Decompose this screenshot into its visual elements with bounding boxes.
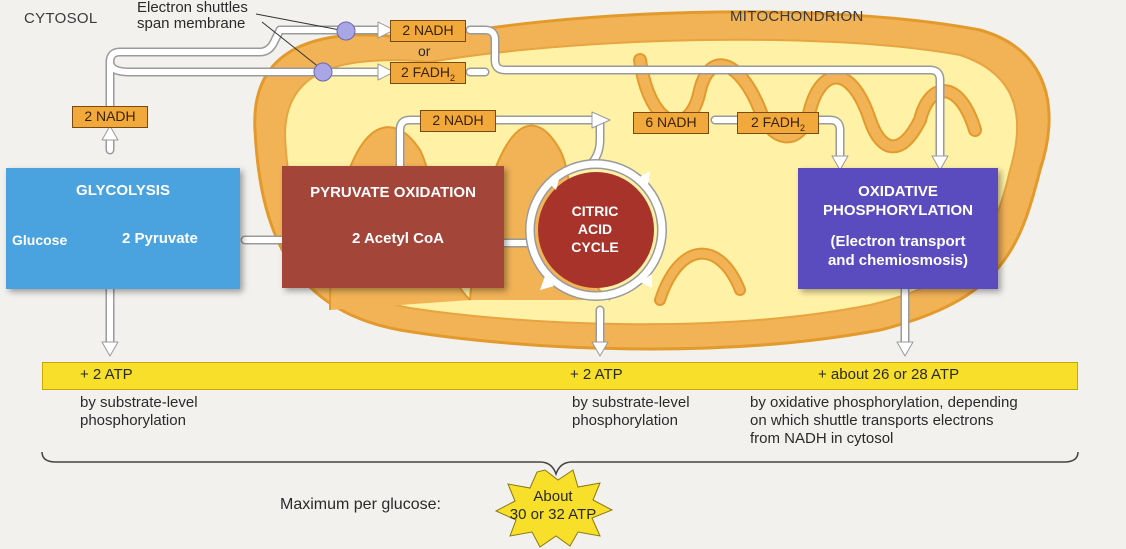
glycolysis-atp-note: by substrate-level phosphorylation xyxy=(80,394,198,430)
shuttle-circle-bottom xyxy=(313,62,333,82)
total-label: Maximum per glucose: xyxy=(280,496,441,513)
shuttle-caption-line2: span membrane xyxy=(137,15,246,32)
region-label-cytosol: CYTOSOL xyxy=(24,10,98,27)
oxidative-note-line1: by oxidative phosphorylation, depending xyxy=(750,394,1018,411)
glycolysis-nadh-label: 2 NADH xyxy=(72,106,148,128)
shuttle-fadh-text: 2 FADH xyxy=(400,64,450,80)
pyruvate-nadh-label: 2 NADH xyxy=(420,110,496,132)
shuttle-nadh-label: 2 NADH xyxy=(390,20,466,42)
shuttle-pointers xyxy=(255,13,341,69)
total-burst-text: About 30 or 32 ATP xyxy=(496,488,610,524)
shuttle-circle-top xyxy=(336,21,356,41)
citric-line-3: CYCLE xyxy=(571,239,619,255)
region-label-mitochondrion: MITOCHONDRION xyxy=(730,8,864,25)
shuttle-caption-line1: Electron shuttles xyxy=(137,0,248,16)
oxidative-note-line2: on which shuttle transports electrons xyxy=(750,412,994,429)
pyruvate-oxidation-box: PYRUVATE OXIDATION 2 Acetyl CoA xyxy=(282,166,504,288)
oxidative-atp-note: by oxidative phosphorylation, depending … xyxy=(750,394,1018,448)
glucose-text: Glucose xyxy=(12,232,68,248)
glycolysis-note-line1: by substrate-level xyxy=(80,394,198,411)
citric-atp-note: by substrate-level phosphorylation xyxy=(572,394,690,430)
glycolysis-title: GLYCOLYSIS xyxy=(76,182,170,199)
glycolysis-atp: + 2 ATP xyxy=(80,366,133,383)
oxidative-note-line3: from NADH in cytosol xyxy=(750,430,894,447)
burst-line1: About xyxy=(533,488,573,505)
citric-acid-cycle-label: CITRIC ACID CYCLE xyxy=(540,202,650,256)
citric-fadh-label: 2 FADH2 xyxy=(737,112,819,134)
oxphos-sub-line1: (Electron transport xyxy=(830,233,966,250)
citric-atp: + 2 ATP xyxy=(570,366,623,383)
citric-fadh-text: 2 FADH xyxy=(750,114,800,130)
oxidative-atp: + about 26 or 28 ATP xyxy=(818,366,960,383)
oxidative-phosphorylation-box: OXIDATIVE PHOSPHORYLATION (Electron tran… xyxy=(798,168,998,289)
shuttle-fadh-subscript: 2 xyxy=(450,72,456,83)
citric-fadh-subscript: 2 xyxy=(800,122,806,133)
glycolysis-note-line2: phosphorylation xyxy=(80,412,186,429)
oxphos-sub-line2: and chemiosmosis) xyxy=(827,252,969,269)
citric-acid-cycle-circle xyxy=(525,159,667,301)
shuttle-or-text: or xyxy=(418,43,431,59)
citric-line-1: CITRIC xyxy=(571,203,619,219)
pyruvate-oxidation-title: PYRUVATE OXIDATION xyxy=(310,184,476,201)
citric-line-2: ACID xyxy=(577,221,613,237)
citric-note-line1: by substrate-level xyxy=(572,394,690,411)
atp-yield-bar xyxy=(42,362,1078,390)
citric-note-line2: phosphorylation xyxy=(572,412,678,429)
burst-line2: 30 or 32 ATP xyxy=(509,506,597,523)
total-atp-burst xyxy=(494,469,614,548)
oxphos-title-line2: PHOSPHORYLATION xyxy=(822,202,973,219)
oxphos-title-line1: OXIDATIVE xyxy=(858,183,938,200)
glycolysis-box: GLYCOLYSIS Glucose 2 Pyruvate xyxy=(6,168,240,289)
pyruvate-text: 2 Pyruvate xyxy=(122,230,198,247)
citric-nadh-label: 6 NADH xyxy=(633,112,709,134)
shuttle-fadh-label: 2 FADH2 xyxy=(390,62,466,84)
acetyl-coa-text: 2 Acetyl CoA xyxy=(352,230,444,247)
